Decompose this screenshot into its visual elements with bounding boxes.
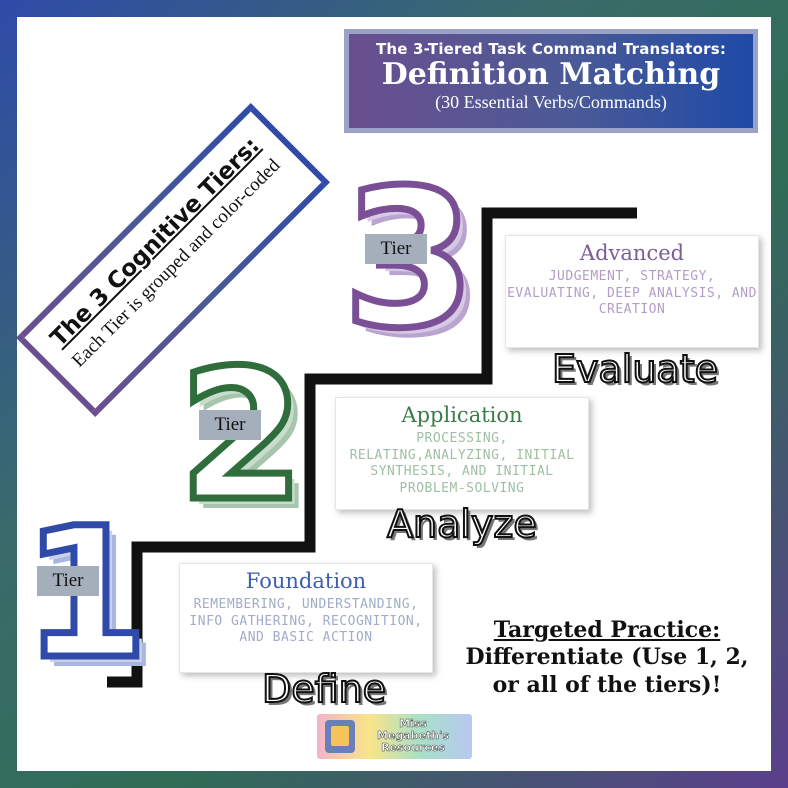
tier-3-tag: Tier	[365, 234, 427, 264]
logo-line-3: Resources	[381, 741, 445, 754]
tier-1-description: REMEMBERING, UNDERSTANDING, INFO GATHERI…	[189, 597, 423, 645]
targeted-practice: Targeted Practice: Differentiate (Use 1,…	[447, 617, 767, 699]
tier-1-title: Foundation	[245, 569, 367, 593]
title-banner-inner: The 3-Tiered Task Command Translators: D…	[349, 34, 753, 128]
tier-2-title: Application	[401, 403, 523, 427]
staircase-line	[107, 207, 637, 688]
tier-2-tag: Tier	[199, 410, 261, 440]
books-icon	[325, 720, 355, 753]
title-banner: The 3-Tiered Task Command Translators: D…	[344, 29, 758, 133]
tier-1-tag: Tier	[37, 566, 99, 596]
tier-2-description: PROCESSING, RELATING,ANALYZING, INITIAL …	[349, 431, 575, 496]
tier-2-card: Application PROCESSING, RELATING,ANALYZI…	[335, 397, 589, 510]
tier-1-level-word: Define	[261, 666, 387, 712]
logo-line-1: Miss	[399, 717, 427, 730]
logo-line-2: Megabeth's	[376, 729, 450, 742]
tier-3-title: Advanced	[579, 241, 685, 265]
title-line-3: (30 Essential Verbs/Commands)	[435, 92, 667, 112]
tier-3-card: Advanced JUDGEMENT, STRATEGY, EVALUATING…	[505, 235, 759, 348]
targeted-practice-line-1: Differentiate (Use 1, 2,	[465, 644, 749, 670]
tier-3-level-word: Evaluate	[551, 346, 719, 392]
tier-1-card: Foundation REMEMBERING, UNDERSTANDING, I…	[179, 563, 433, 673]
targeted-practice-line-2: or all of the tiers)!	[492, 672, 722, 698]
tier-3-description: JUDGEMENT, STRATEGY, EVALUATING, DEEP AN…	[507, 269, 757, 317]
brand-logo: Miss Megabeth's Resources	[317, 714, 472, 759]
targeted-practice-title: Targeted Practice:	[493, 617, 721, 643]
title-line-1: The 3-Tiered Task Command Translators:	[375, 40, 727, 58]
tier-2-level-word: Analyze	[386, 501, 538, 547]
page-canvas: The 3-Tiered Task Command Translators: D…	[17, 17, 771, 771]
title-line-2: Definition Matching	[381, 57, 721, 92]
brand-logo-text: Miss Megabeth's Resources	[357, 717, 469, 754]
